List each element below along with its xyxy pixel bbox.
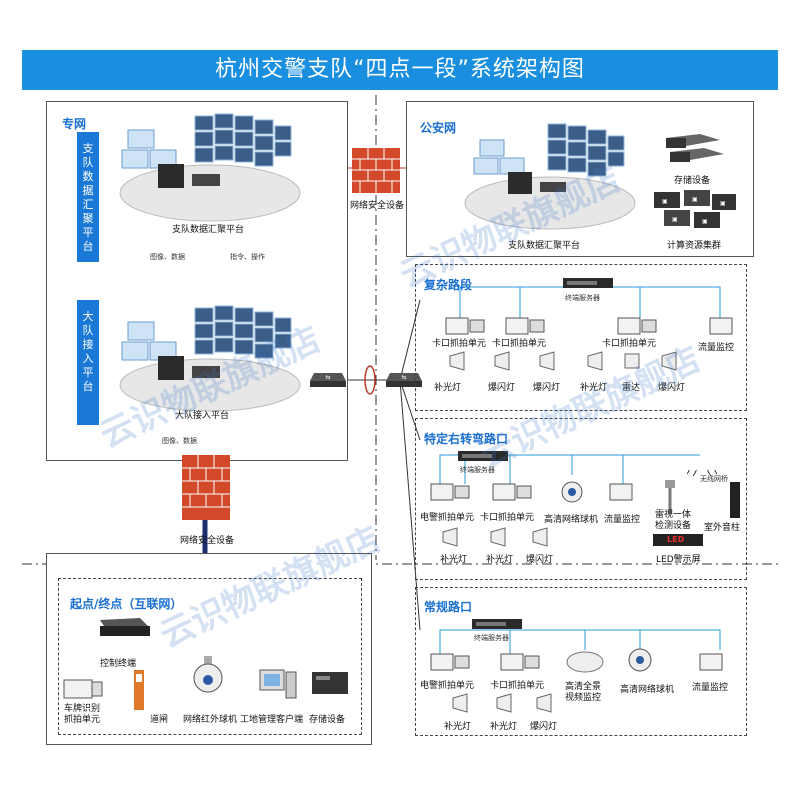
sidebar-bottom-text: 大队接入平台 — [82, 310, 94, 393]
regular-item-0: 电警抓拍单元 — [420, 681, 475, 691]
compute-cluster-icon: ▣ ▣ ▣ ▣ ▣ — [654, 190, 736, 228]
switch-right-icon: ⇆ — [386, 373, 422, 387]
regular-label: 常规路口 — [424, 600, 473, 614]
switch-left-icon: ⇆ — [310, 373, 346, 387]
svg-text:⇆: ⇆ — [325, 374, 330, 381]
right-item-3: 流量监控 — [604, 515, 641, 525]
complex-item-1: 卡口抓拍单元 — [492, 339, 547, 349]
regular-item-5: 补光灯 — [444, 722, 472, 732]
endpoint-storage-label: 存储设备 — [309, 715, 346, 725]
gate-label: 道闸 — [150, 715, 169, 725]
complex-road-label: 复杂路段 — [424, 278, 473, 292]
right-item-1: 卡口抓拍单元 — [480, 513, 535, 523]
gongan-platform-icon — [464, 123, 636, 230]
top-platform-label: 支队数据汇聚平台 — [172, 225, 245, 235]
regular-item-2: 高清全景视频监控 — [564, 682, 601, 703]
svg-text:▣: ▣ — [702, 218, 708, 225]
complex-item-2: 卡口抓拍单元 — [602, 339, 657, 349]
gongan-platform-label: 支队数据汇聚平台 — [508, 241, 581, 251]
regular-item-6: 补光灯 — [490, 722, 518, 732]
complex-item-8: 雷达 — [622, 383, 641, 393]
wireless-label: 无线网桥 — [700, 475, 728, 483]
right-item-0: 电警抓拍单元 — [420, 513, 475, 523]
firewall-bottom-label: 网络安全设备 — [180, 536, 235, 546]
up-arrow-label: 图像、数据 — [150, 253, 185, 261]
complex-road-box — [415, 264, 747, 411]
right-item-4: 补光灯 — [440, 555, 468, 565]
control-room-bottom-icon — [119, 305, 301, 412]
bottom-platform-label: 大队接入平台 — [175, 411, 230, 421]
regular-item-4: 流量监控 — [692, 683, 729, 693]
sidebar-bottom: 大队接入平台 — [77, 300, 99, 425]
regular-item-1: 卡口抓拍单元 — [490, 681, 545, 691]
complex-server-label: 终端服务器 — [565, 294, 600, 302]
firewall-top-icon — [352, 148, 400, 193]
led-label: LED警示屏 — [656, 555, 701, 565]
endpoint-label: 起点/终点（互联网） — [70, 597, 183, 611]
complex-server-icon — [563, 278, 613, 288]
regular-server-label: 终端服务器 — [474, 634, 509, 642]
sidebar-top: 支队数据汇聚平台 — [77, 132, 99, 262]
right-turn-label: 特定右转弯路口 — [424, 432, 509, 446]
endpoint-box — [58, 578, 362, 735]
complex-item-4: 补光灯 — [434, 383, 462, 393]
complex-item-7: 补光灯 — [580, 383, 608, 393]
client-label: 工地管理客户端 — [240, 715, 304, 725]
right-turn-box — [415, 418, 747, 580]
regular-item-7: 爆闪灯 — [530, 722, 558, 732]
complex-item-9: 爆闪灯 — [658, 383, 686, 393]
zhuanwang-label: 专网 — [62, 117, 87, 131]
right-item-6: 爆闪灯 — [526, 555, 554, 565]
page-title: 杭州交警支队“四点一段”系统架构图 — [22, 50, 778, 90]
bottom-note-label: 图像、数据 — [162, 437, 197, 445]
storage-icon — [666, 134, 724, 162]
right-turn-server-icon — [458, 451, 508, 461]
complex-item-0: 卡口抓拍单元 — [432, 339, 487, 349]
ir-ball-label: 网络红外球机 — [183, 715, 238, 725]
gongan-label: 公安网 — [420, 121, 457, 135]
svg-text:▣: ▣ — [662, 198, 668, 205]
right-turn-server-label: 终端服务器 — [460, 466, 495, 474]
right-item-5: 补光灯 — [486, 555, 514, 565]
control-terminal-label: 控制终端 — [100, 659, 137, 669]
regular-server-icon — [472, 619, 522, 629]
regular-box — [415, 587, 747, 736]
led-text: LED — [667, 535, 685, 544]
complex-item-6: 爆闪灯 — [533, 383, 561, 393]
regular-item-3: 高清网络球机 — [620, 685, 675, 695]
endpoint-outer-box — [46, 553, 372, 745]
svg-text:▣: ▣ — [672, 216, 678, 223]
sidebar-top-text: 支队数据汇聚平台 — [82, 142, 94, 253]
endpoint-devices — [63, 618, 348, 710]
right-turn-devices — [430, 470, 740, 547]
right-item-2: 高清网络球机 — [544, 515, 599, 525]
complex-item-3: 流量监控 — [698, 343, 735, 353]
svg-text:▣: ▣ — [720, 200, 726, 207]
regular-devices — [430, 648, 723, 713]
complex-item-5: 爆闪灯 — [488, 383, 516, 393]
svg-text:⇆: ⇆ — [401, 374, 406, 381]
down-arrow-label: 指令、操作 — [230, 253, 265, 261]
compute-label: 计算资源集群 — [667, 241, 722, 251]
svg-text:▣: ▣ — [692, 196, 698, 203]
speaker-label: 室外音柱 — [704, 523, 741, 533]
firewall-bottom-icon — [182, 455, 230, 520]
storage-label: 存储设备 — [674, 176, 711, 186]
plate-unit-label: 车牌识别抓拍单元 — [64, 704, 101, 725]
complex-road-devices — [445, 317, 733, 371]
control-room-top-icon — [119, 113, 301, 222]
firewall-top-label: 网络安全设备 — [350, 201, 405, 211]
radar-label: 雷视一体检测设备 — [655, 510, 692, 531]
